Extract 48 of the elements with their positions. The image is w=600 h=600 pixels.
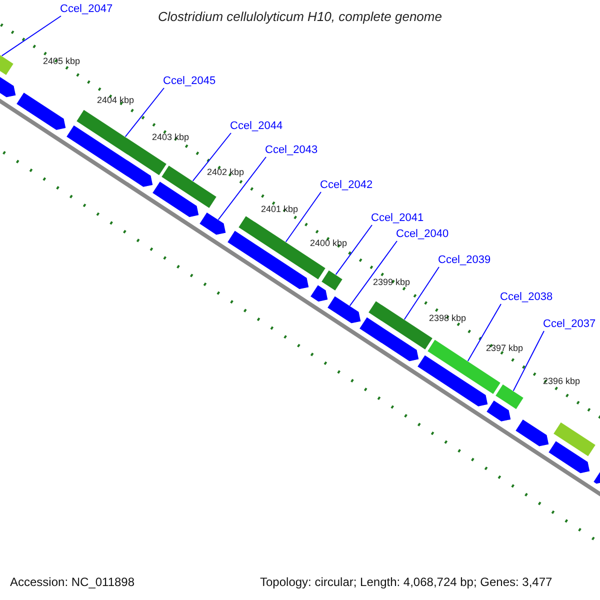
scale-label: 2398 kbp — [429, 314, 466, 323]
gene-label: Ccel_2037 — [543, 319, 596, 330]
footer-text: Topology: circular; Length: 4,068,724 bp; Genes: 3,477 — [260, 576, 552, 588]
gene-feature — [326, 295, 362, 324]
gene-label: Ccel_2044 — [230, 121, 283, 132]
scale-label: 2405 kbp — [43, 57, 80, 66]
gene-label: Ccel_2045 — [163, 76, 216, 87]
scale-label: 2400 kbp — [310, 239, 348, 248]
gene-feature — [320, 270, 344, 292]
scale-label: 2397 kbp — [486, 344, 524, 353]
leader-line — [218, 156, 266, 220]
gene-feature — [486, 400, 512, 422]
gene-label: Ccel_2041 — [371, 213, 424, 224]
gene-feature — [310, 284, 328, 302]
leader-line — [192, 132, 232, 182]
scale-label: 2396 kbp — [543, 377, 580, 386]
scale-label: 2403 kbp — [152, 133, 190, 142]
gene-feature — [548, 440, 590, 474]
scale-label: 2399 kbp — [373, 278, 410, 287]
footer-text: Accession: NC_011898 — [10, 576, 135, 588]
gene-label: Ccel_2042 — [320, 180, 373, 191]
gene-feature — [552, 422, 596, 458]
leader-line — [512, 330, 544, 392]
gene-feature — [152, 180, 200, 218]
gene-feature — [198, 212, 226, 236]
gene-feature — [416, 354, 488, 408]
gene-label: Ccel_2047 — [60, 4, 113, 15]
leader-line — [285, 192, 322, 242]
leader-line — [335, 224, 372, 276]
scale-label: 2404 kbp — [97, 96, 134, 105]
scale-label: 2402 kbp — [207, 168, 244, 177]
leader-line — [467, 304, 502, 362]
leader-line — [404, 266, 440, 320]
gene-feature — [514, 418, 550, 447]
gene-feature — [592, 470, 600, 484]
leader-line — [124, 88, 164, 138]
gene-feature — [494, 384, 524, 410]
gene-label: Ccel_2039 — [438, 255, 491, 266]
map-title: Clostridium cellulolyticum H10, complete genome — [157, 10, 443, 23]
gene-label: Ccel_2043 — [265, 145, 318, 156]
gene-feature — [16, 92, 66, 131]
gene-feature — [66, 124, 154, 188]
scale-label: 2401 kbp — [261, 205, 298, 214]
gene-feature — [226, 230, 310, 290]
gene-label: Ccel_2040 — [396, 229, 449, 240]
gene-label: Ccel_2038 — [500, 292, 553, 303]
gene-feature — [358, 316, 420, 362]
leader-line — [349, 240, 398, 306]
